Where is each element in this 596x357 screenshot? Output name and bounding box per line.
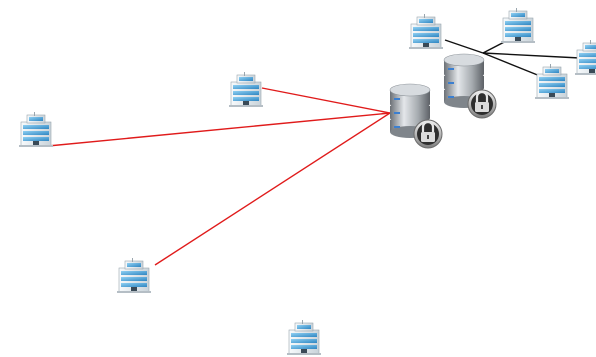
building-mid-1[interactable] bbox=[228, 71, 264, 108]
black-link-top-4 bbox=[482, 52, 541, 77]
red-link-mid-1 bbox=[261, 87, 391, 114]
building-top-3[interactable] bbox=[574, 39, 596, 76]
building-icon bbox=[116, 257, 152, 294]
building-top-2[interactable] bbox=[500, 7, 536, 44]
building-bottom[interactable] bbox=[286, 319, 322, 356]
links-layer bbox=[47, 37, 581, 266]
black-link-top-1 bbox=[444, 39, 484, 54]
secure-database-1[interactable] bbox=[388, 82, 444, 150]
building-icon bbox=[574, 39, 596, 76]
red-link-left-1 bbox=[47, 112, 391, 147]
building-icon bbox=[228, 71, 264, 108]
building-top-4[interactable] bbox=[534, 63, 570, 100]
building-icon bbox=[534, 63, 570, 100]
black-link-top-3 bbox=[482, 52, 581, 59]
building-icon bbox=[18, 111, 54, 148]
building-left-2[interactable] bbox=[116, 257, 152, 294]
building-icon bbox=[408, 13, 444, 50]
building-top-1[interactable] bbox=[408, 13, 444, 50]
building-icon bbox=[286, 319, 322, 356]
building-icon bbox=[500, 7, 536, 44]
red-link-left-2 bbox=[154, 112, 391, 266]
building-left-1[interactable] bbox=[18, 111, 54, 148]
secure-database-icon bbox=[442, 52, 498, 120]
secure-database-2[interactable] bbox=[442, 52, 498, 120]
secure-database-icon bbox=[388, 82, 444, 150]
